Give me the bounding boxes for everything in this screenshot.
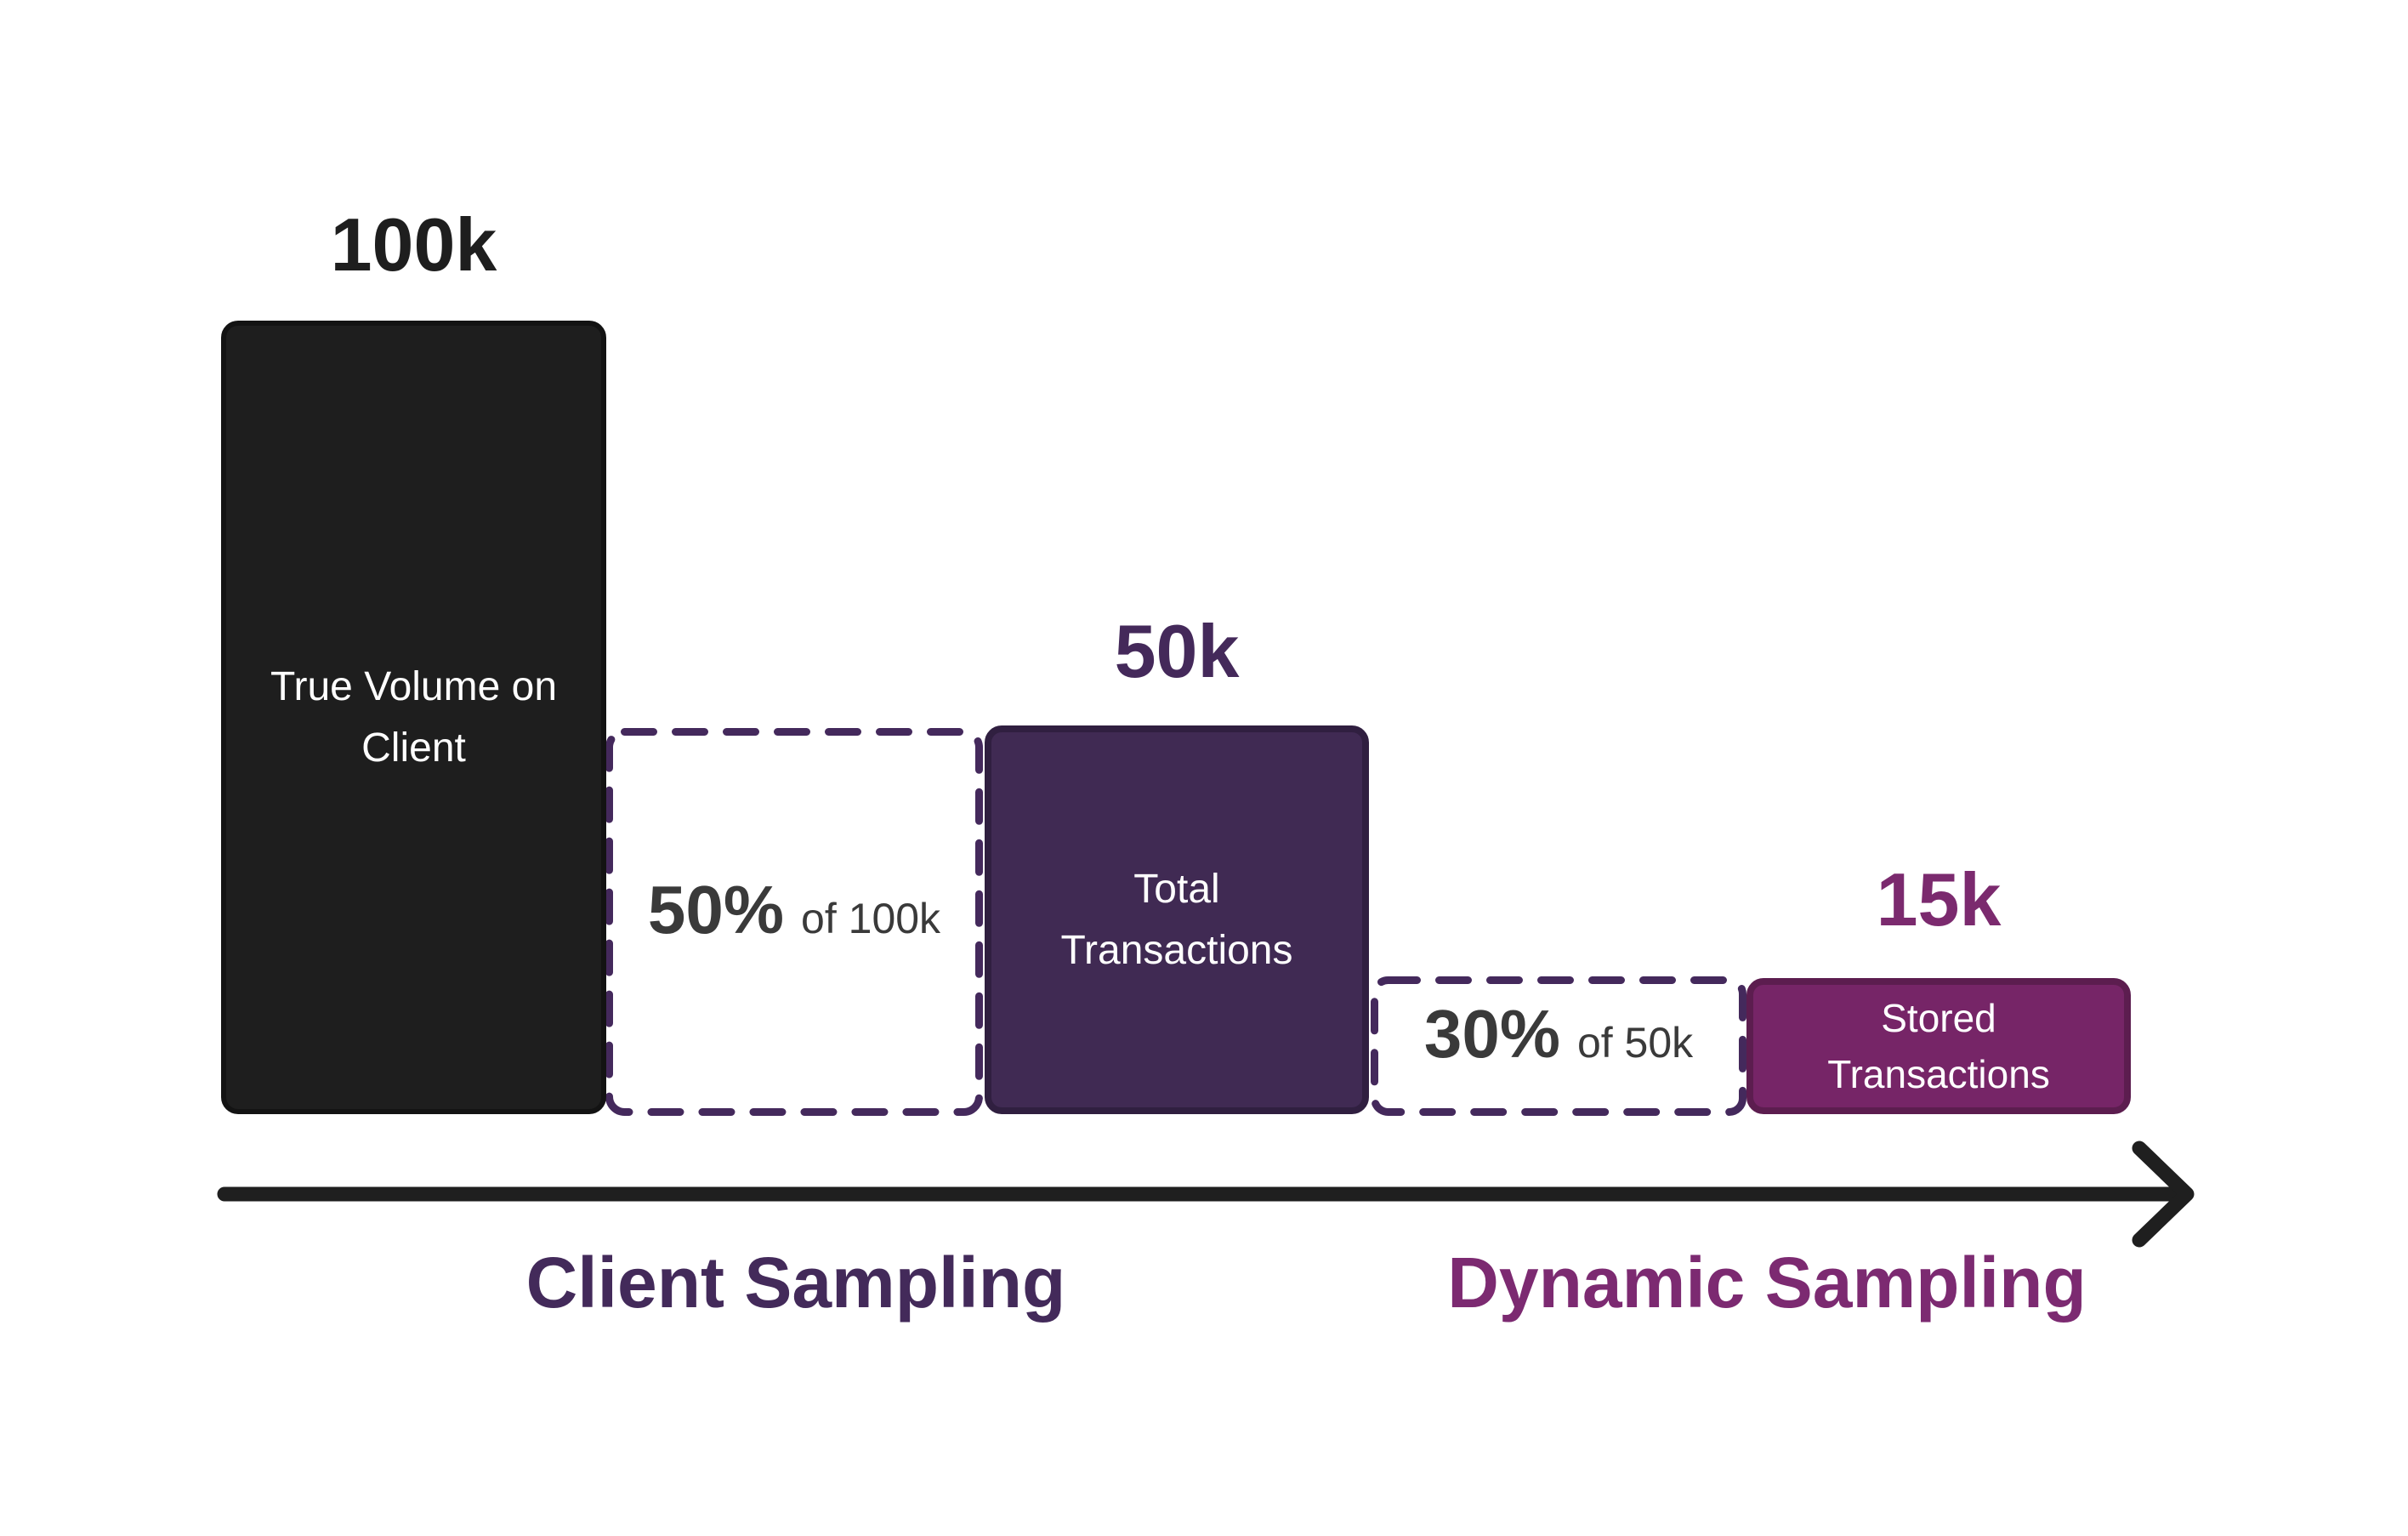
true-volume-bar: True Volume on Client bbox=[221, 321, 606, 1114]
client-sample-rate-label: 50% of 100k bbox=[609, 859, 980, 961]
client-sample-rate-dashed-box bbox=[605, 728, 983, 1116]
dynamic-sampling-axis-label: Dynamic Sampling bbox=[1447, 1242, 2087, 1323]
dynamic-sample-rate-percent: 30% bbox=[1423, 996, 1560, 1072]
dynamic-sample-rate-label: 30% of 50k bbox=[1374, 983, 1743, 1085]
stored-transactions-bar-label: Stored Transactions bbox=[1827, 995, 2050, 1096]
client-sample-rate-percent: 50% bbox=[647, 872, 785, 947]
client-sampling-axis-label: Client Sampling bbox=[525, 1242, 1066, 1323]
total-transactions-bar-label: Total Transactions bbox=[1060, 867, 1293, 973]
stored-transactions-value-label: 15k bbox=[1876, 857, 2002, 942]
timeline-arrow-head-icon bbox=[2132, 1141, 2195, 1248]
total-transactions-value-label: 50k bbox=[1114, 609, 1240, 693]
true-volume-bar-label: True Volume on Client bbox=[270, 664, 558, 771]
dynamic-sample-rate-basis: of 50k bbox=[1576, 1019, 1694, 1067]
total-transactions-bar: Total Transactions bbox=[985, 725, 1369, 1114]
dynamic-sample-rate-dashed-box bbox=[1371, 976, 1746, 1116]
true-volume-value-label: 100k bbox=[330, 202, 497, 287]
client-sample-rate-basis: of 100k bbox=[801, 895, 941, 942]
stored-transactions-bar: Stored Transactions bbox=[1746, 978, 2131, 1114]
